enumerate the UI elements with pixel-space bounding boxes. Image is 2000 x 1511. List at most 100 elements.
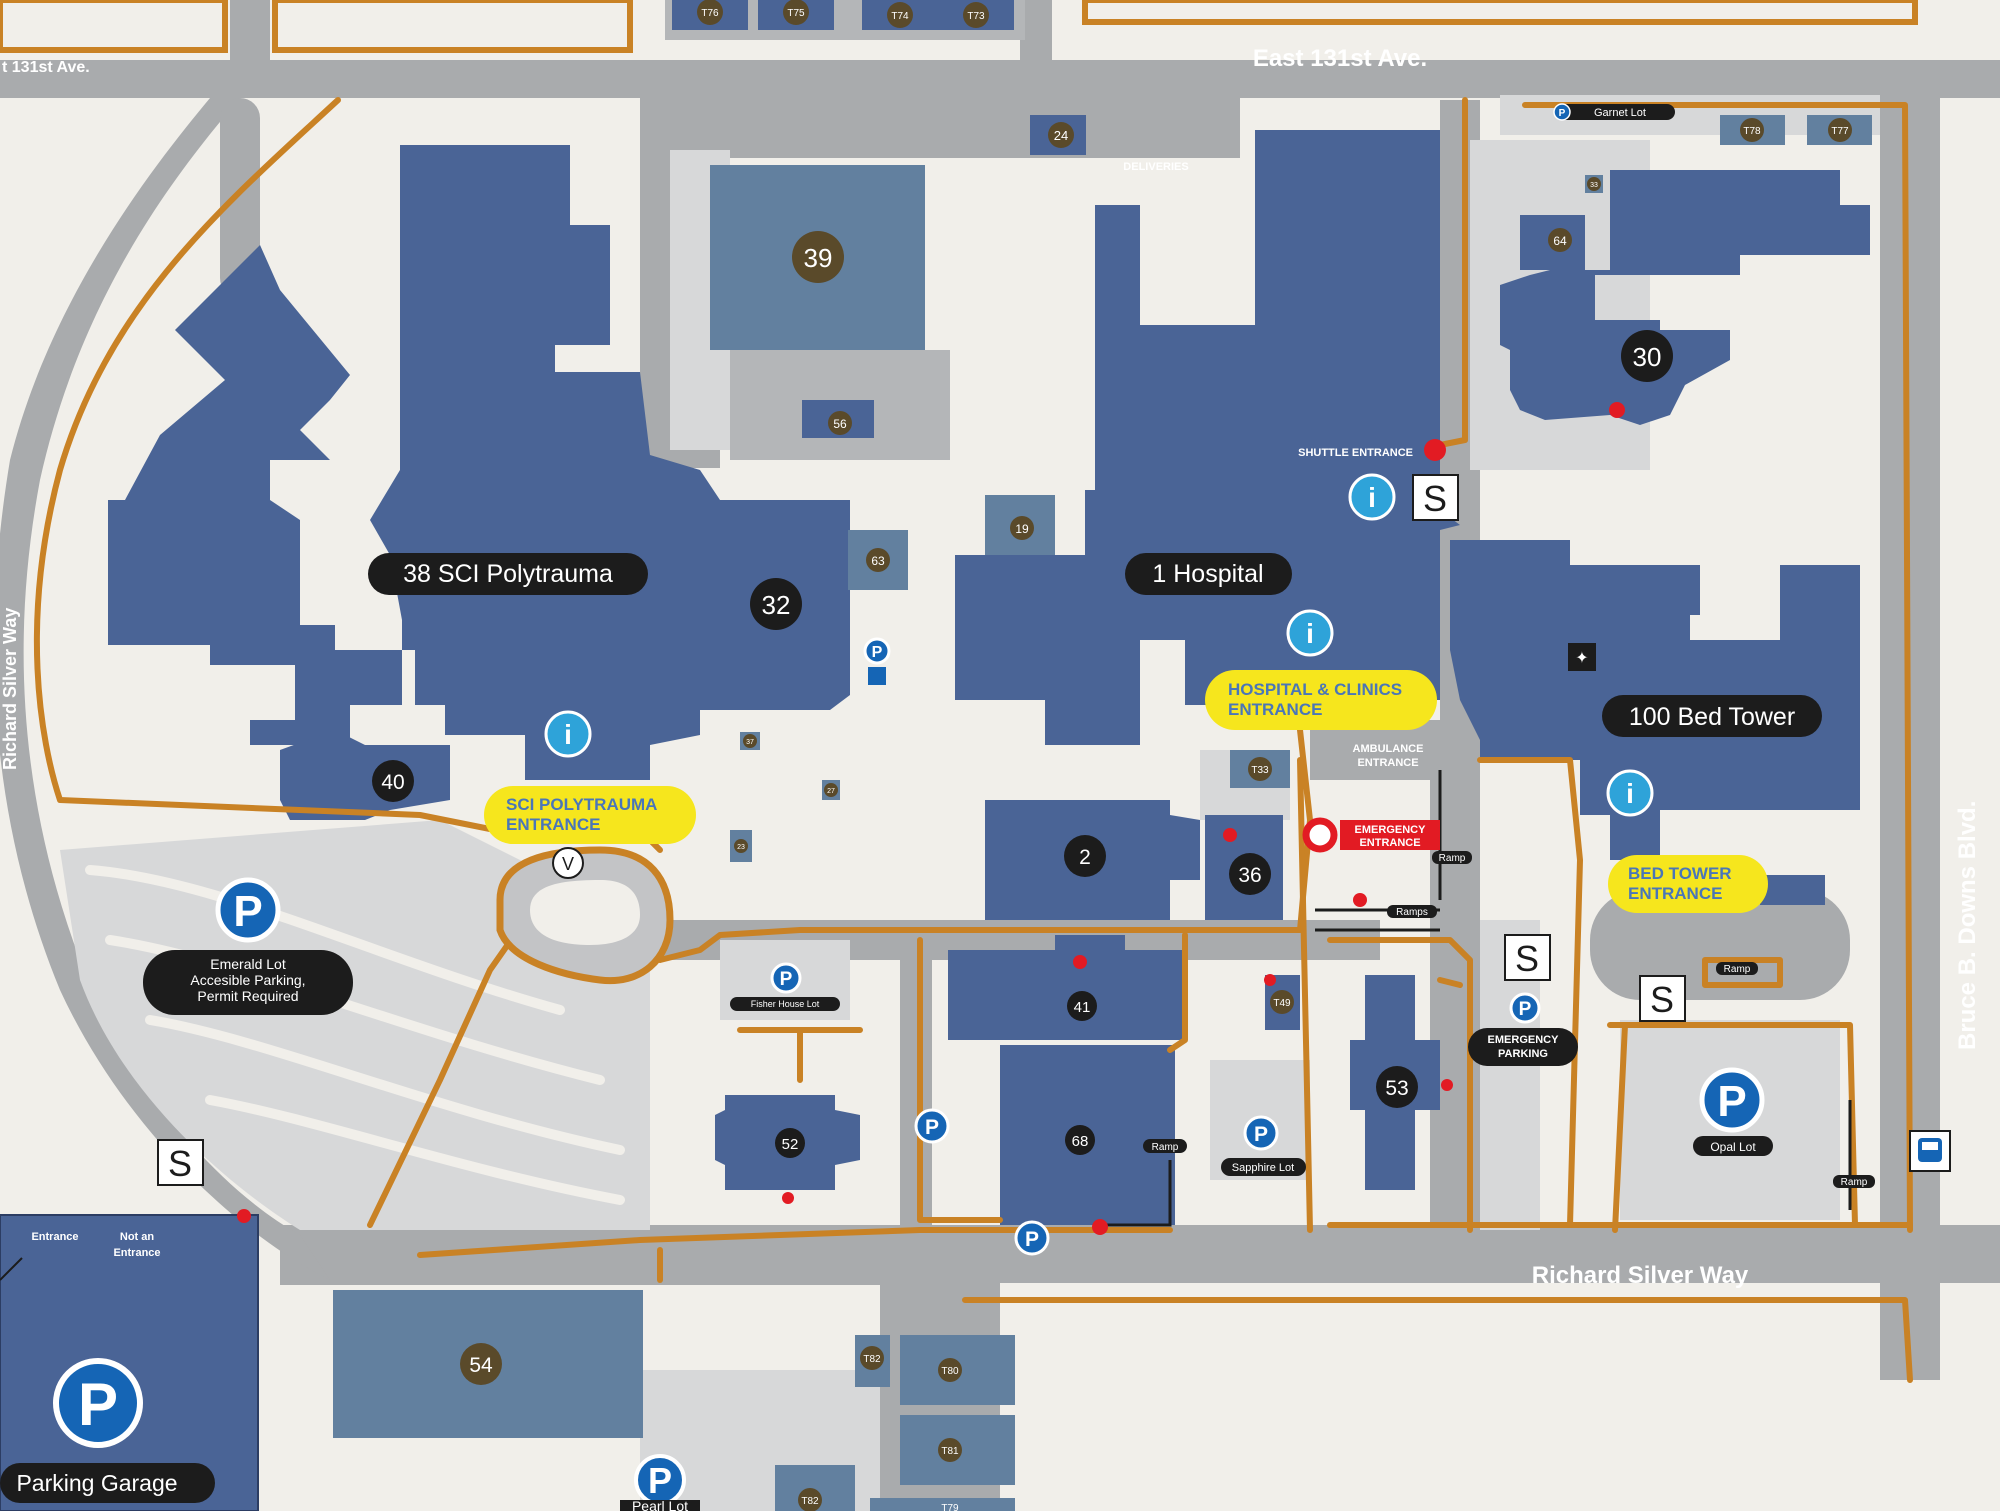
number-41: 41 [1074,999,1091,1016]
lot-emerald[interactable]: P Emerald Lot Accesible Parking, Permit … [143,877,353,1015]
label-deliveries: DELIVERIES [1123,161,1188,173]
lot-emergency-line2: PARKING [1498,1048,1548,1060]
street-east-131st-left: t 131st Ave. [2,59,90,76]
building-30 [1500,170,1870,425]
number-32: 32 [762,590,791,620]
parking-garage[interactable]: Entrance Not an Entrance P Parking Garag… [0,1231,215,1503]
number-19: 19 [1015,522,1029,536]
entrance-emergency[interactable]: EMERGENCY ENTRANCE [1302,817,1440,853]
building-parking-garage [0,1215,258,1511]
svg-text:i: i [1306,618,1314,649]
svg-text:P: P [1559,108,1566,119]
parking-badge-small[interactable]: P [1014,1220,1050,1256]
building-41 [948,935,1185,1040]
lot-garnet-label: Garnet Lot [1594,107,1646,119]
valet-icon[interactable]: V [496,846,674,985]
svg-text:✦: ✦ [1575,650,1588,667]
number-52: 52 [782,1136,799,1153]
top-right-block [1082,0,1918,25]
entrance-bed-tower[interactable]: BED TOWER ENTRANCE [1608,855,1768,913]
t-building-labels[interactable]: T33 T49 T76 T75 T74 T73 T78 T77 T82 T80 … [697,0,1852,1511]
lot-fisher-label: Fisher House Lot [751,999,820,1009]
parking-icon: P [78,1371,118,1438]
info-icon[interactable]: i [1606,769,1654,817]
building-bed-tower-annex [1760,875,1825,905]
label-100-bed-tower-text: 100 Bed Tower [1629,703,1795,731]
number-23: 23 [737,844,745,851]
entrance-bedtower-line1: BED TOWER [1628,864,1732,883]
ramp-label: Ramp [1841,1177,1868,1188]
number-33: 33 [1590,182,1598,189]
label-100-bed-tower[interactable]: 100 Bed Tower [1602,695,1822,737]
label-t49: T49 [1273,998,1291,1009]
entrance-emergency-line1: EMERGENCY [1355,824,1427,836]
ramp-label: Ramp [1724,964,1751,975]
entrance-hospital-line1: HOSPITAL & CLINICS [1228,680,1402,699]
ramp-labels[interactable]: Ramp Ramps Ramp Ramp Ramp [1143,851,1875,1188]
shuttle-stop-icon[interactable]: S [1639,975,1686,1022]
lot-pearl[interactable]: P Pearl Lot [620,1454,700,1511]
parking-garage-bottom-rim [0,1214,259,1511]
road-top-stub-mid [1020,0,1052,70]
shuttle-stop-icon[interactable]: S [157,1139,204,1186]
street-richard-silver-way-west: Richard Silver Way [0,608,20,770]
label-t76: T76 [701,8,719,19]
entrance-sci-polytrauma[interactable]: SCI POLYTRAUMA ENTRANCE [484,786,696,844]
shuttle-stops[interactable]: S S S S [157,474,1686,1186]
entrance-bedtower-line2: ENTRANCE [1628,884,1722,903]
label-t81: T81 [941,1446,959,1457]
building-numbers[interactable]: 32 39 30 40 2 36 41 68 53 52 54 24 56 63… [372,122,1673,1385]
parking-badge-small[interactable]: P [863,637,891,685]
emerald-stalls [85,865,625,1205]
road-east-131st [0,60,2000,98]
restaurant-icon: ✦ [1568,643,1596,671]
svg-text:P: P [872,644,883,661]
lot-emergency-parking[interactable]: P EMERGENCY PARKING [1468,992,1578,1066]
shuttle-stop-icon[interactable]: S [1504,934,1551,981]
entrance-shuttle: SHUTTLE ENTRANCE [1298,447,1413,459]
parking-badge-small[interactable]: P [914,1108,950,1144]
top-left-block [0,0,228,53]
number-63: 63 [871,554,885,568]
road-loop-west [220,98,260,298]
lot-sapphire[interactable]: P Sapphire Lot [1221,1115,1306,1176]
building-t79 [870,1498,1015,1511]
svg-text:P: P [925,1116,939,1139]
ramp-label: Ramp [1439,853,1466,864]
entrance-hospital-clinics[interactable]: HOSPITAL & CLINICS ENTRANCE [1205,670,1437,730]
label-1-hospital[interactable]: 1 Hospital [1125,553,1292,595]
lot-emerald-line1: Emerald Lot [210,956,286,972]
lot-pearl-label: Pearl Lot [632,1498,688,1511]
bus-stop-icon[interactable] [1909,1130,1951,1172]
label-1-hospital-text: 1 Hospital [1152,560,1263,588]
entrance-emergency-line2: ENTRANCE [1359,837,1420,849]
parking-icon: P [648,1460,672,1501]
info-icon[interactable]: i [1348,473,1396,521]
lot-emerald-line2: Accesible Parking, [190,972,305,988]
lot-opal-label: Opal Lot [1710,1140,1756,1154]
number-37: 37 [746,739,754,746]
lot-opal[interactable]: P Opal Lot [1693,1067,1773,1156]
label-t77: T77 [1831,126,1849,137]
info-icon[interactable]: i [1286,609,1334,657]
label-sci-polytrauma[interactable]: 38 SCI Polytrauma [368,553,648,595]
road-top-stub-left [230,0,270,70]
lot-emergency-line1: EMERGENCY [1488,1034,1560,1046]
label-t73: T73 [967,11,985,22]
number-36: 36 [1238,864,1261,887]
info-icon[interactable]: i [544,710,592,758]
entrance-hospital-line2: ENTRANCE [1228,700,1322,719]
lot-fisher-house[interactable]: P Fisher House Lot [730,962,840,1011]
road-service-north-b [720,98,1240,158]
lot-garnet[interactable]: P Garnet Lot [1553,103,1675,121]
shuttle-stop-icon[interactable]: S [1412,474,1459,521]
svg-text:S: S [168,1143,192,1184]
ramp-label: Ramp [1152,1142,1179,1153]
road-bedtower-loop [1590,890,1850,1000]
number-30: 30 [1633,342,1662,372]
info-icons[interactable]: i i i i [544,473,1654,817]
label-t74: T74 [891,11,909,22]
label-t75: T75 [787,8,805,19]
number-64: 64 [1553,234,1567,248]
